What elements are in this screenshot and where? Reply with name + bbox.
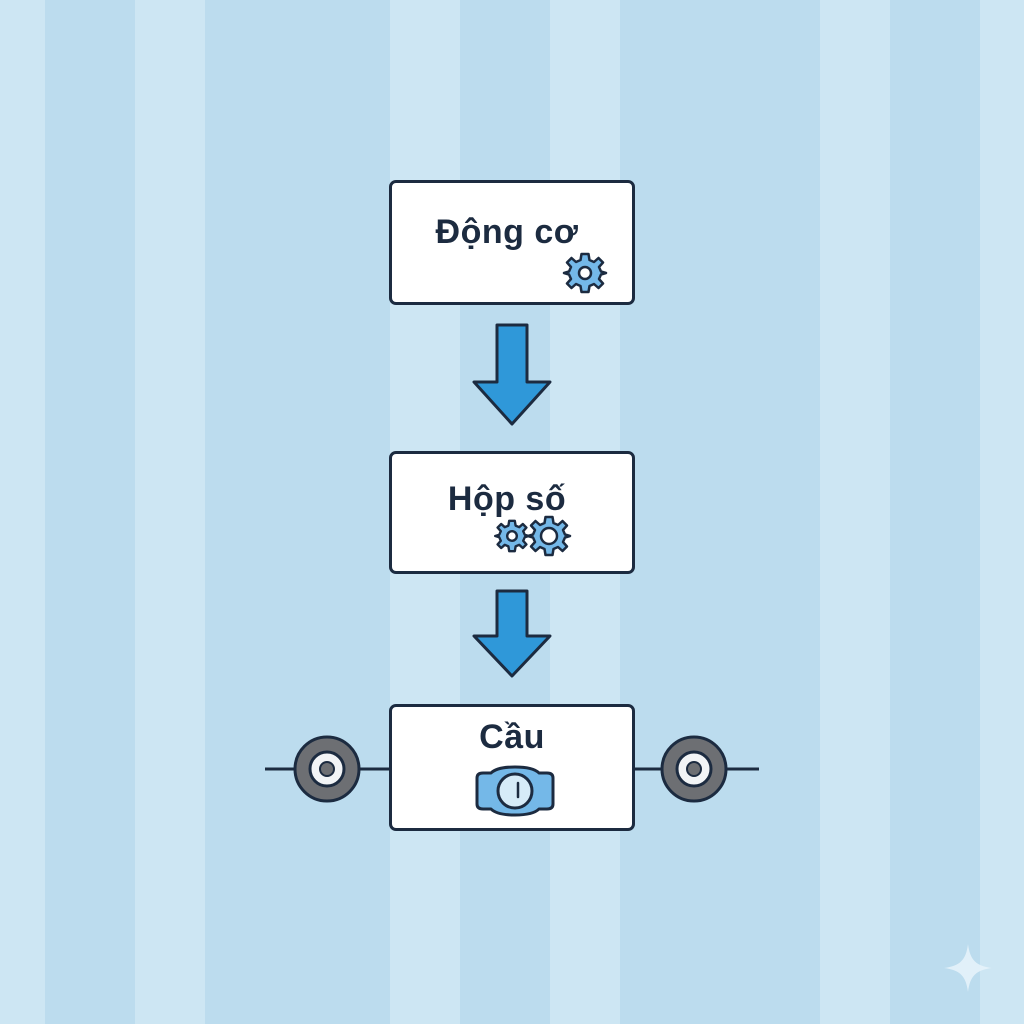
engine-label: Động cơ — [435, 213, 579, 251]
background-stripe — [820, 0, 890, 1024]
gearbox-label: Hộp số — [447, 480, 567, 518]
differential-icon — [475, 765, 555, 817]
arrow-engine-to-gearbox — [472, 323, 552, 426]
axle-node: Cầu — [389, 704, 635, 831]
double-gear-icon — [493, 515, 572, 557]
background-stripe — [135, 0, 205, 1024]
left-wheel-icon — [293, 735, 361, 803]
gearbox-node: Hộp số — [389, 451, 635, 574]
background-stripe — [980, 0, 1024, 1024]
arrow-gearbox-to-axle — [472, 589, 552, 678]
gear-icon — [562, 252, 608, 294]
sparkle-icon — [944, 944, 992, 992]
engine-node: Động cơ — [389, 180, 635, 305]
axle-label: Cầu — [479, 718, 545, 756]
background-stripe — [0, 0, 45, 1024]
right-wheel-icon — [660, 735, 728, 803]
